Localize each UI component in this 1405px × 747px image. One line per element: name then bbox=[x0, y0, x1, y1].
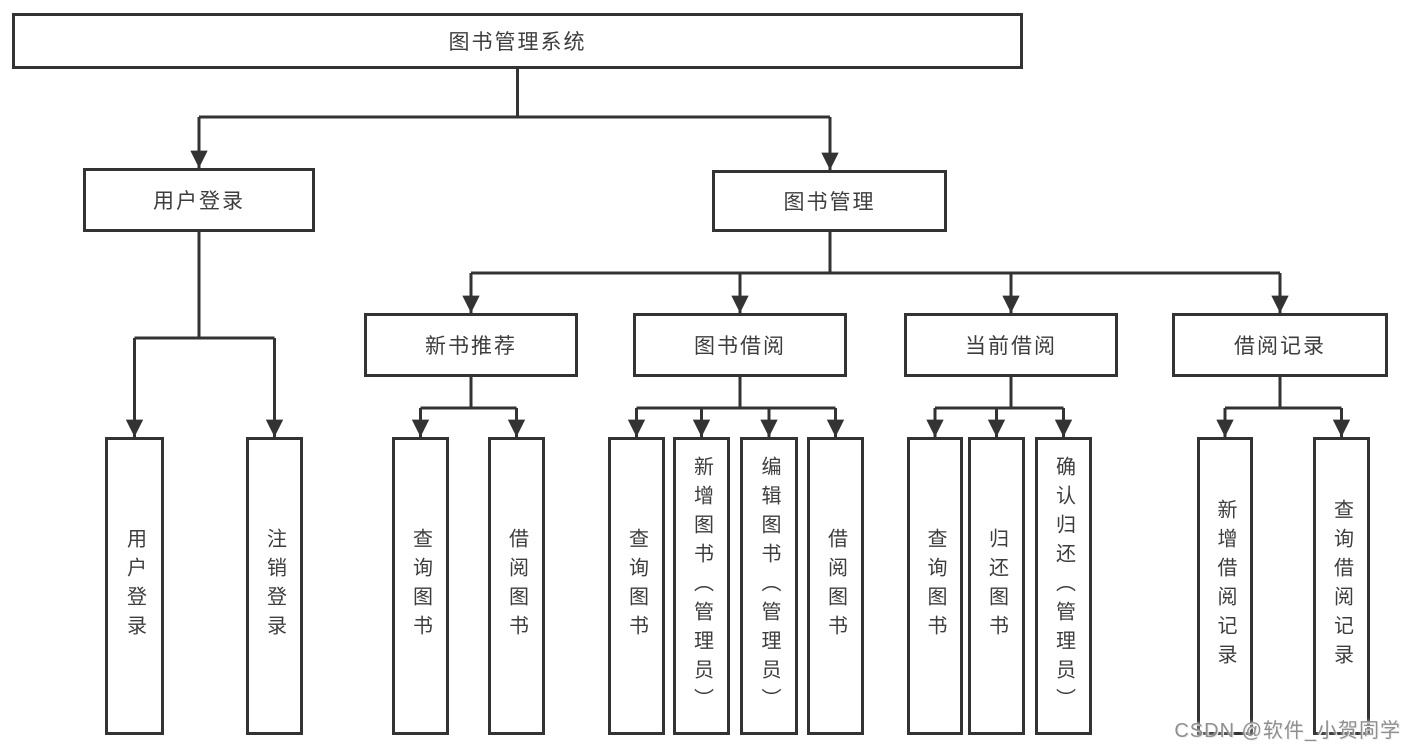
node-leaf-query-books-borrow: 查询图书 bbox=[608, 437, 665, 735]
node-leaf-query-books-current: 查询图书 bbox=[907, 437, 963, 735]
node-book-borrowing: 图书借阅 bbox=[633, 313, 847, 377]
node-current-borrowing: 当前借阅 bbox=[904, 313, 1118, 377]
connector-user-login-children bbox=[125, 232, 284, 437]
connector-root-to-level2 bbox=[190, 69, 839, 170]
node-leaf-logout: 注销登录 bbox=[246, 437, 303, 735]
node-leaf-query-books-recommend: 查询图书 bbox=[392, 437, 449, 735]
csdn-watermark: CSDN @软件_小贺同学 bbox=[1174, 720, 1401, 742]
node-leaf-add-borrow-record: 新增借阅记录 bbox=[1197, 437, 1253, 735]
connector-book-borrow-children bbox=[627, 377, 845, 437]
connector-new-book-children bbox=[411, 377, 526, 437]
node-user-login: 用户登录 bbox=[83, 168, 315, 232]
node-book-management: 图书管理 bbox=[712, 170, 947, 232]
connector-book-management-children bbox=[462, 232, 1289, 313]
node-leaf-borrow-books: 借阅图书 bbox=[807, 437, 864, 735]
node-borrowing-records: 借阅记录 bbox=[1172, 313, 1388, 377]
node-leaf-edit-books-admin: 编辑图书（管理员） bbox=[740, 437, 798, 735]
connector-current-borrow-children bbox=[926, 377, 1073, 437]
connector-borrow-record-children bbox=[1216, 377, 1351, 437]
node-leaf-borrow-books-recommend: 借阅图书 bbox=[488, 437, 545, 735]
node-leaf-query-borrow-record: 查询借阅记录 bbox=[1313, 437, 1370, 735]
node-leaf-return-books: 归还图书 bbox=[968, 437, 1025, 735]
node-library-management-system: 图书管理系统 bbox=[12, 13, 1023, 69]
node-new-book-recommendation: 新书推荐 bbox=[364, 313, 578, 377]
node-leaf-add-books-admin: 新增图书（管理员） bbox=[673, 437, 730, 735]
node-leaf-user-login: 用户登录 bbox=[105, 437, 164, 735]
node-leaf-confirm-return-admin: 确认归还（管理员） bbox=[1035, 437, 1092, 735]
